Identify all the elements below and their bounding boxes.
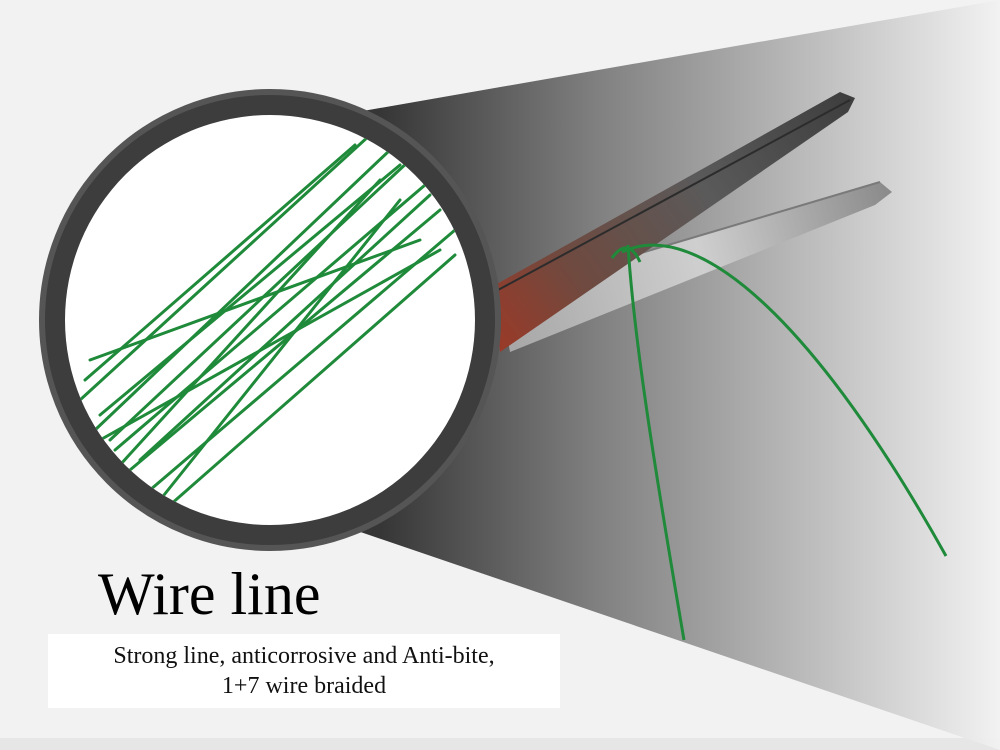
bottom-strip	[0, 738, 1000, 750]
magnifier-beam	[340, 0, 1000, 750]
magnified-wire	[118, 178, 382, 467]
magnified-wire	[78, 133, 372, 402]
caption-box: Strong line, anticorrosive and Anti-bite…	[48, 634, 560, 708]
magnifier-ring-highlight	[39, 89, 501, 551]
caption-line-2: 1+7 wire braided	[221, 673, 387, 699]
caption-line-1: Strong line, anticorrosive and Anti-bite…	[113, 643, 495, 669]
magnified-wire	[113, 183, 427, 452]
magnified-wire	[88, 238, 422, 362]
wire-loop	[610, 246, 642, 263]
magnified-wire	[168, 253, 457, 507]
wire-strand-vertical	[626, 244, 686, 641]
magnified-wire	[128, 208, 442, 472]
scissors-lower-blade	[500, 182, 892, 352]
scissors-upper-edge	[497, 99, 851, 291]
magnified-wires	[78, 133, 457, 507]
magnified-wire	[93, 148, 392, 432]
headline: Wire line	[98, 561, 321, 627]
magnifier-lens	[65, 115, 475, 525]
wire-strand-curve	[621, 243, 948, 557]
magnified-wire	[98, 248, 442, 442]
magnified-wire	[83, 143, 357, 382]
magnified-wire	[158, 198, 402, 502]
magnified-wire	[98, 163, 402, 417]
magnified-wire	[108, 158, 412, 442]
scissors-upper-blade	[495, 92, 855, 352]
magnified-wire	[138, 193, 432, 462]
